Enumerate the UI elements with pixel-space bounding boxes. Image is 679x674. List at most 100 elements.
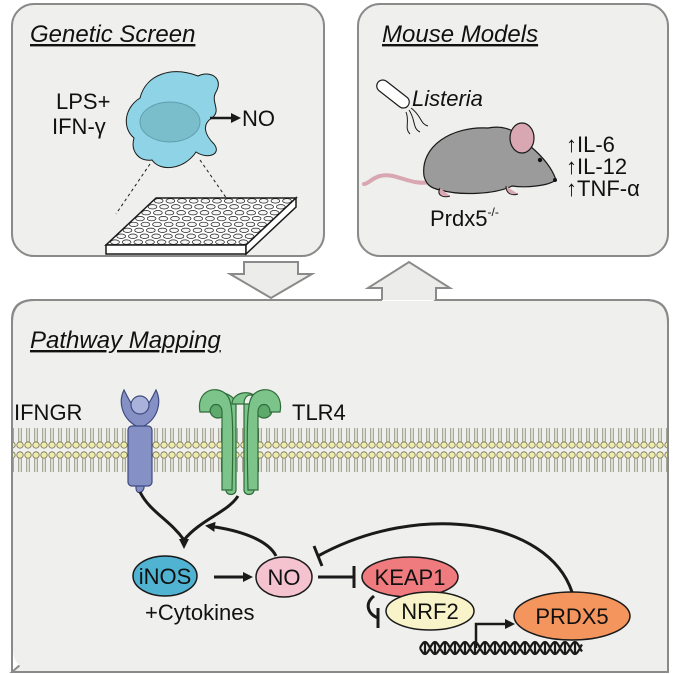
plate-well [152,221,162,227]
down-block-arrow [226,261,316,300]
prdx5-inhibits-no [312,522,574,593]
nrf2-node [385,591,475,631]
plate-well [258,210,268,216]
cell-membrane [13,428,667,478]
plate-well [182,204,193,210]
plate-well [251,216,262,222]
plate-well [211,210,221,216]
plate-well [158,216,169,222]
inos-node [132,555,198,597]
plate-well [282,198,292,204]
no-inhibits-keap1 [318,566,356,588]
plate-well [110,239,120,245]
plate-well [198,221,209,227]
plate-well [263,216,274,222]
plate-well [128,233,138,239]
genetic-screen-title: Genetic Screen [30,21,195,48]
plate-well [226,239,237,245]
prdx5-label: PRDX5 [535,604,608,629]
plate-well [194,204,204,210]
tlr4-label: TLR4 [292,400,346,425]
pathway-mapping-panel: Pathway Mapping IFNGR TLR4 iNOS +Cytokin… [9,299,669,673]
plate-well [186,233,196,239]
plate-well [221,233,231,239]
mouse-tail [362,173,432,186]
plate-well [176,210,186,216]
plate-wells [110,198,292,245]
plate-well [164,210,175,216]
plate-well [223,198,234,204]
plate-well [147,204,158,210]
mouse-models-panel: Mouse Models Listeria Prdx5-/- ↑IL-6 ↑IL… [357,3,669,257]
plate-well [141,210,151,216]
plate-well [145,239,155,245]
no-product-label: NO [242,106,275,131]
plate-well [180,239,190,245]
plate-well [210,221,221,227]
plate-well [163,221,174,227]
plate-well [191,239,202,245]
inos-label: iNOS [139,564,192,589]
plate-well [187,221,197,227]
listeria-label: Listeria [412,86,483,111]
genotype-label: Prdx5-/- [430,205,499,231]
plate-well [270,198,281,204]
plate-well [276,204,286,210]
plate-well [140,221,151,227]
plate-well [200,198,211,204]
no-feedback-arrow [205,521,278,557]
mouse-eye [537,157,543,163]
plate-well [151,233,161,239]
zoom-line-left [115,163,151,215]
plate-well [188,210,198,216]
genotype-superscript: -/- [487,205,498,219]
plate-well [251,227,261,233]
zoom-line-right [199,159,237,213]
plate-well [169,227,179,233]
plate-well [198,233,208,239]
plate-well [153,210,163,216]
plate-well [139,233,150,239]
plate-well [193,216,204,222]
plate-well [168,239,179,245]
plate-well [122,227,133,233]
up-block-arrow [364,260,454,300]
plate-well [134,227,144,233]
plate-well [206,204,216,210]
no-label: NO [268,565,301,590]
mouse-front-foot [505,185,519,196]
nrf2-label: NRF2 [401,599,458,624]
stimulus-ifn-label: IFN-γ [52,114,106,139]
plate-well [235,198,246,204]
multiwell-plate [104,196,298,256]
plate-well [217,204,228,210]
cell-nucleus [139,101,201,143]
readout-il12: ↑IL-12 [566,154,627,179]
plate-well [192,227,203,233]
plate-well [229,204,239,210]
keap1-label: KEAP1 [375,565,446,590]
plate-well [246,210,256,216]
plate-well [241,204,251,210]
plate-well [146,216,157,222]
plate-well [244,233,255,239]
plate-well [238,239,249,245]
plate-well [181,227,191,233]
plate-well [165,198,176,204]
plate-well [216,227,226,233]
plate-well [203,239,214,245]
plate-well [121,239,132,245]
readout-il6: ↑IL-6 [566,132,615,157]
plate-well [175,221,186,227]
plate-well [157,227,168,233]
plate-well [204,227,214,233]
plate-well [257,221,267,227]
plate-well [171,204,181,210]
plate-well [156,239,167,245]
stimulus-lps-label: LPS+ [56,89,110,114]
plate-well [174,233,185,239]
plate-well [216,216,227,222]
mouse-ear [509,122,535,154]
mouse-icon [362,122,557,198]
readout-tnfa: ↑TNF-α [566,176,640,201]
